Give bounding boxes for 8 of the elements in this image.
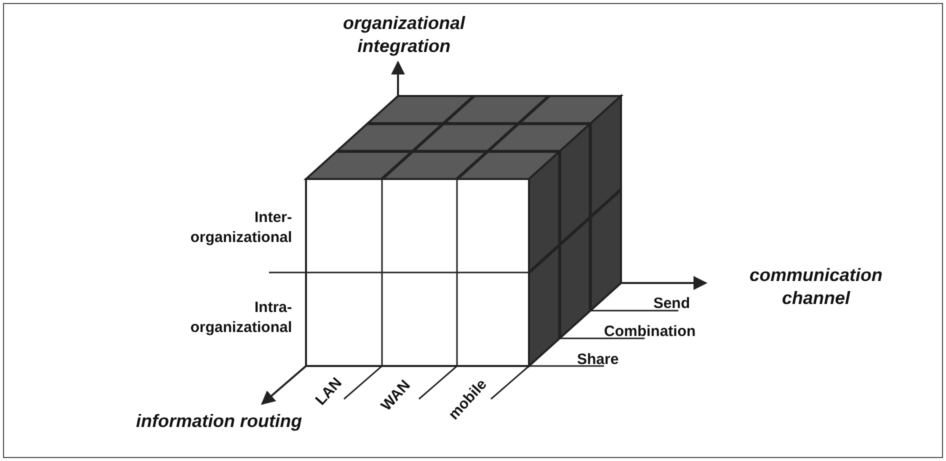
channel-label: Share	[577, 350, 620, 370]
channel-label: Send	[652, 294, 690, 314]
axis-title: organizational integration	[342, 12, 466, 58]
axis-title: information routing	[135, 410, 303, 433]
axis-title: communication channel	[748, 264, 884, 310]
channel-label: Combination	[604, 322, 697, 342]
row-label: Intra-organizational	[189, 298, 292, 337]
row-label: Inter-organizational	[189, 208, 292, 247]
